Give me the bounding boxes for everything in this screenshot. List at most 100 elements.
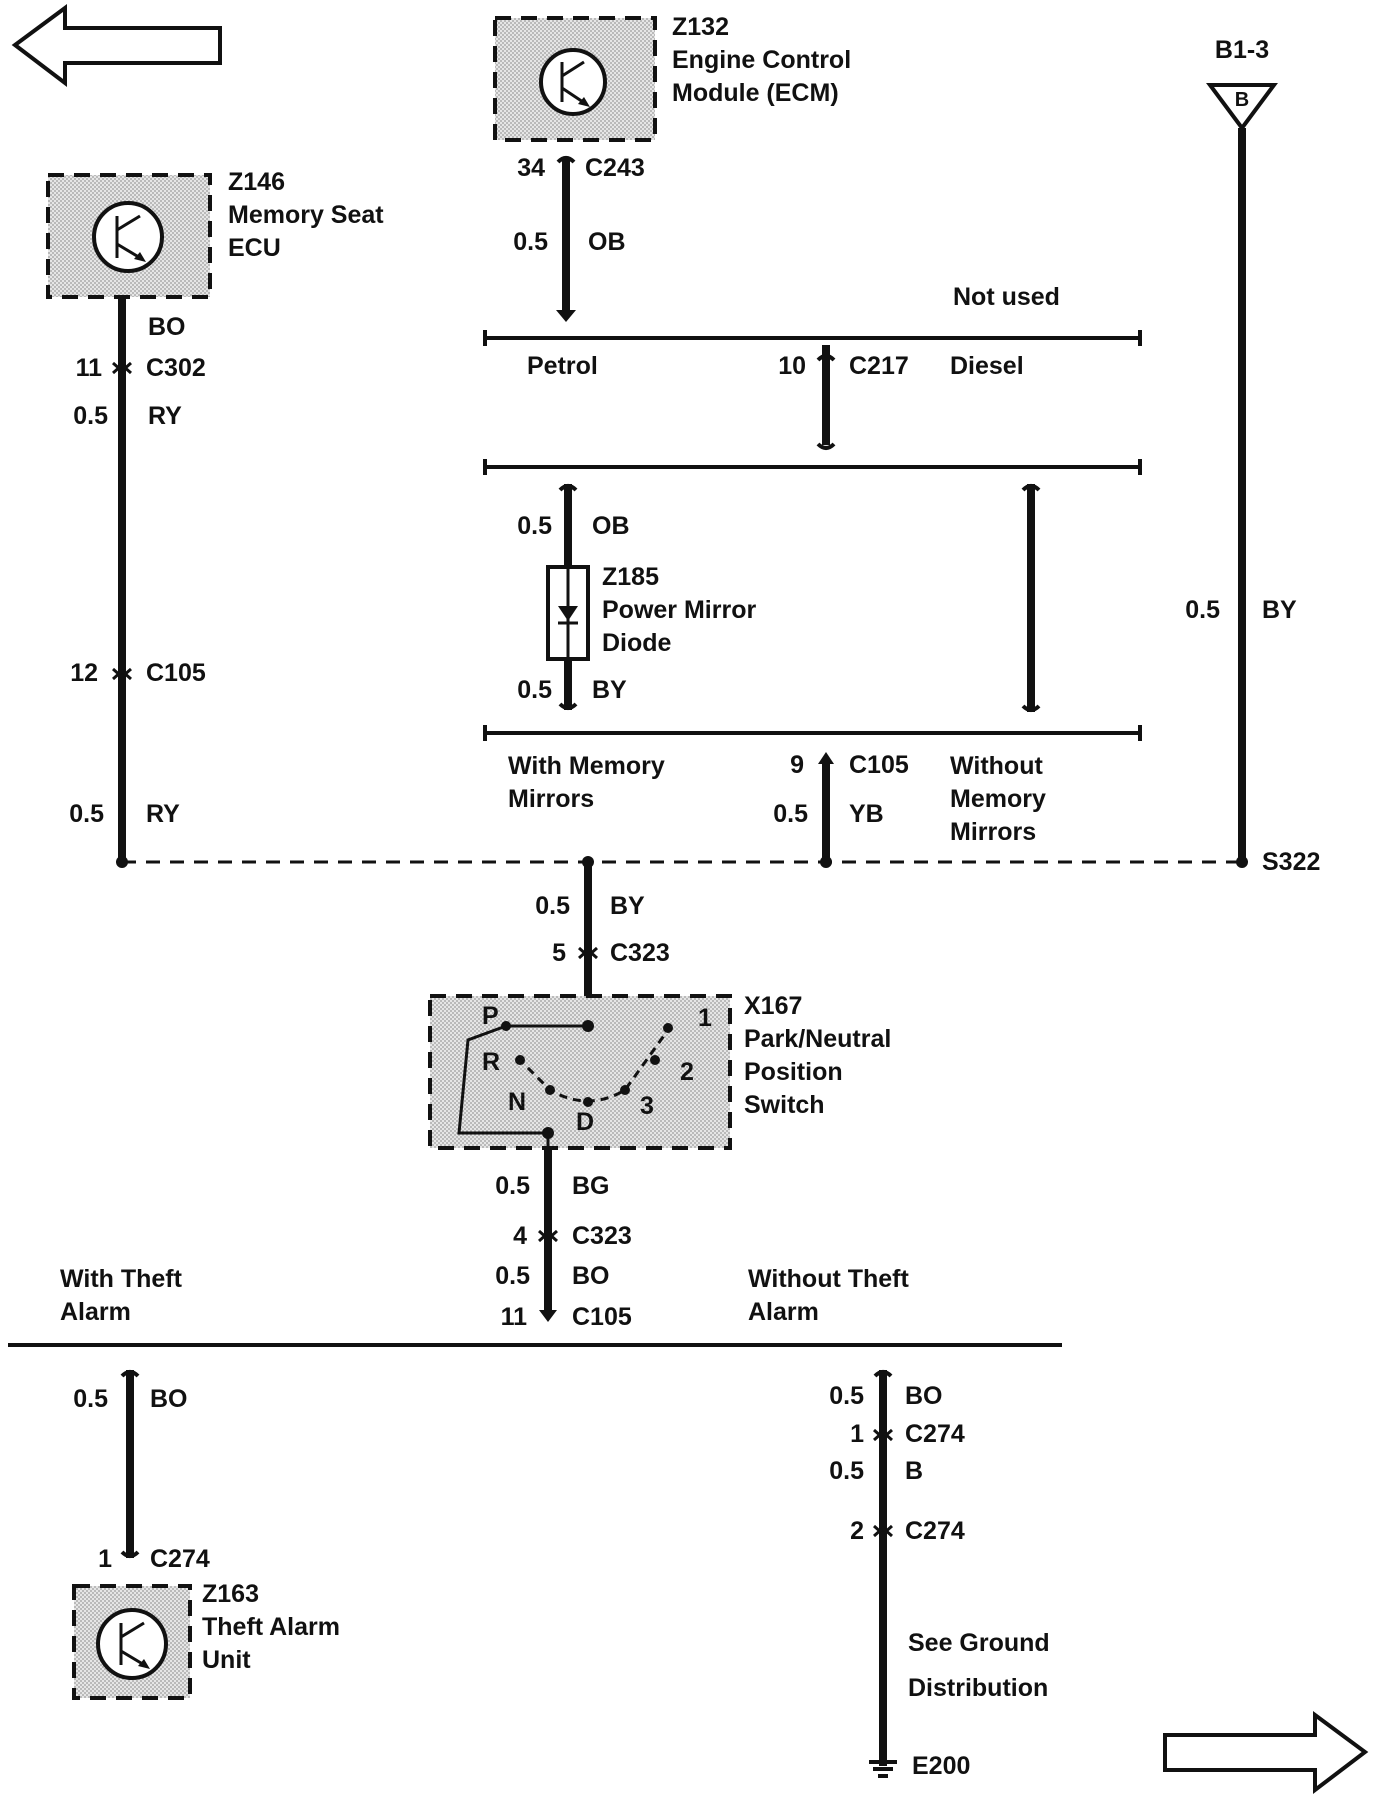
b-ref-marker	[1206, 83, 1278, 132]
diesel-label: Diesel	[950, 352, 1024, 380]
ta-color: BO	[150, 1385, 188, 1413]
ground-symbol-icon	[869, 1760, 897, 1778]
diode-top-color: OB	[592, 512, 630, 540]
ry2-color: RY	[146, 800, 180, 828]
c217-pin: 10	[778, 352, 806, 380]
theft-alarm-unit: Z163 Theft Alarm Unit	[72, 1580, 340, 1700]
gnd-b-size: 0.5	[829, 1457, 864, 1485]
c323-pin4: 4	[513, 1222, 527, 1250]
ecm-pin: 34	[517, 154, 545, 182]
switch-pos-n: N	[508, 1088, 526, 1116]
c105-pin12: 12	[70, 659, 98, 687]
memory-seat-ecu: Z146 Memory Seat ECU	[46, 168, 384, 299]
b-marker-text: B	[1235, 89, 1249, 111]
switch-id: X167	[744, 992, 802, 1020]
without-theft-line2: Alarm	[748, 1298, 819, 1326]
ry1-size: 0.5	[73, 402, 108, 430]
b13-label: B1-3	[1215, 36, 1269, 64]
theft-unit-name-line1: Theft Alarm	[202, 1613, 340, 1641]
with-memory-line1: With Memory	[508, 752, 665, 780]
switch-pos-1: 1	[698, 1004, 712, 1032]
without-theft-line1: Without Theft	[748, 1265, 910, 1293]
b13-size: 0.5	[1185, 596, 1220, 624]
gnd-bo-color: BO	[905, 1382, 943, 1410]
b13-color: BY	[1262, 596, 1297, 624]
switch-name-line2: Position	[744, 1058, 843, 1086]
seat-ecu-name-line1: Memory Seat	[228, 201, 384, 229]
ground-note-line2: Distribution	[908, 1674, 1048, 1702]
without-memory-line3: Mirrors	[950, 818, 1036, 846]
c323-label-b: C323	[572, 1222, 632, 1250]
switch-name-line1: Park/Neutral	[744, 1025, 891, 1053]
ground-note-line1: See Ground	[908, 1629, 1050, 1657]
next-page-arrow[interactable]	[1163, 1711, 1369, 1795]
switch-pos-d: D	[576, 1108, 594, 1136]
c323-label-a: C323	[610, 939, 670, 967]
ta-size: 0.5	[73, 1385, 108, 1413]
bg-color: BG	[572, 1172, 610, 1200]
seat-ecu-name-line2: ECU	[228, 234, 281, 262]
park-neutral-switch: P R N D 1 2 3 X167 Park/Neutral Position…	[428, 992, 891, 1150]
diode-bot-color: BY	[592, 676, 627, 704]
c302-label: C302	[146, 354, 206, 382]
c105-pin11: 11	[501, 1303, 528, 1331]
yb-size: 0.5	[773, 800, 808, 828]
seat-ecu-id: Z146	[228, 168, 285, 196]
ground-label: E200	[912, 1752, 970, 1780]
seat-wire-color: BO	[148, 313, 186, 341]
c105-pin9: 9	[790, 751, 804, 779]
switch-pos-p: P	[482, 1002, 499, 1030]
c323-pin5: 5	[552, 939, 566, 967]
splice-label: S322	[1262, 848, 1320, 876]
ecm-name-line2: Module (ECM)	[672, 79, 839, 107]
switch-name-line3: Switch	[744, 1091, 825, 1119]
c302-pin: 11	[76, 354, 103, 382]
with-memory-line2: Mirrors	[508, 785, 594, 813]
theft-unit-id: Z163	[202, 1580, 259, 1608]
ecm-id: Z132	[672, 13, 729, 41]
diode-top-size: 0.5	[517, 512, 552, 540]
theft-unit-name-line2: Unit	[202, 1646, 251, 1674]
yb-color: YB	[849, 800, 884, 828]
ecm-module: Z132 Engine Control Module (ECM)	[493, 13, 851, 142]
c274-label-c: C274	[905, 1517, 965, 1545]
c274-pin1b: 1	[850, 1420, 864, 1448]
c274-label-b: C274	[905, 1420, 965, 1448]
gnd-bo-size: 0.5	[829, 1382, 864, 1410]
sw-in-color: BY	[610, 892, 645, 920]
without-memory-line2: Memory	[950, 785, 1046, 813]
ecm-connector: C243	[585, 154, 645, 182]
c274-pin1: 1	[98, 1545, 112, 1573]
transistor-icon	[96, 1608, 168, 1680]
c274-label-a: C274	[150, 1545, 210, 1573]
prev-page-arrow[interactable]	[11, 4, 222, 88]
c105-label-c: C105	[572, 1303, 632, 1331]
diode-name-line2: Diode	[602, 629, 672, 657]
bo-size: 0.5	[495, 1262, 530, 1290]
diode-id: Z185	[602, 563, 659, 591]
ry1-color: RY	[148, 402, 182, 430]
c105-label-b: C105	[146, 659, 206, 687]
with-theft-line1: With Theft	[60, 1265, 183, 1293]
transistor-icon	[92, 201, 164, 273]
ecm-wire-color: OB	[588, 228, 626, 256]
without-memory-line1: Without	[950, 752, 1043, 780]
not-used-label: Not used	[953, 283, 1060, 311]
switch-pos-3: 3	[640, 1092, 654, 1120]
sw-in-size: 0.5	[535, 892, 570, 920]
with-theft-line2: Alarm	[60, 1298, 131, 1326]
switch-pos-r: R	[482, 1048, 500, 1076]
c217-label: C217	[849, 352, 909, 380]
switch-pos-2: 2	[680, 1058, 694, 1086]
ecm-wire-size: 0.5	[513, 228, 548, 256]
bg-size: 0.5	[495, 1172, 530, 1200]
ry2-size: 0.5	[69, 800, 104, 828]
diode-bot-size: 0.5	[517, 676, 552, 704]
ecm-name-line1: Engine Control	[672, 46, 851, 74]
bo-color: BO	[572, 1262, 610, 1290]
c274-pin2: 2	[850, 1517, 864, 1545]
transistor-icon	[539, 48, 607, 116]
petrol-label: Petrol	[527, 352, 598, 380]
